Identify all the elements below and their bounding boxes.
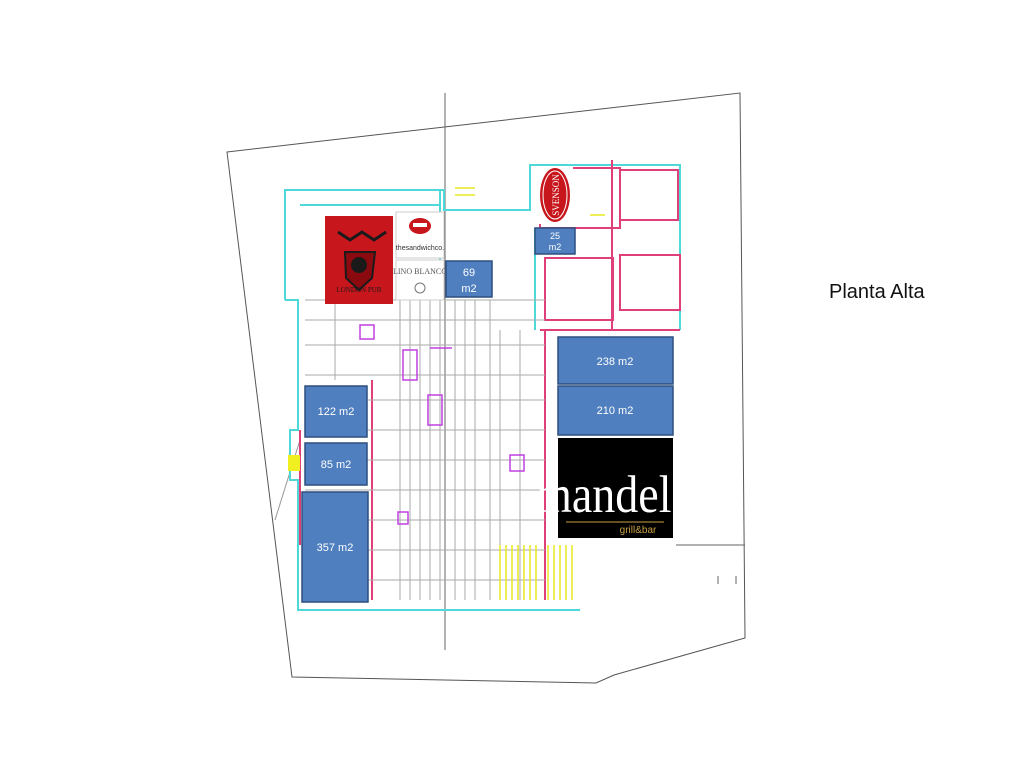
london-pub-logo: LONDON PUB: [325, 216, 393, 304]
unit-69-unit: m2: [461, 283, 476, 295]
lino-blanco-name: LINO BLANCO: [393, 267, 447, 276]
unit-25[interactable]: 25 m2: [534, 227, 576, 255]
page-title: Planta Alta: [829, 281, 925, 303]
fixtures: [359, 324, 525, 525]
unit-25-unit: m2: [549, 242, 562, 252]
unit-238[interactable]: 238 m2: [557, 336, 674, 385]
service-walls: [299, 160, 681, 600]
site-marks: [717, 576, 737, 584]
unit-357[interactable]: 357 m2: [301, 491, 369, 603]
lino-blanco-logo: LINO BLANCO: [393, 259, 447, 301]
unit-122[interactable]: 122 m2: [304, 385, 368, 438]
sandwich-co-name: thesandwichco.: [396, 245, 444, 252]
unit-210-label: 210 m2: [597, 405, 634, 417]
unit-85[interactable]: 85 m2: [304, 442, 368, 486]
site-boundary: [226, 92, 746, 684]
unit-238-label: 238 m2: [597, 356, 634, 368]
unit-357-label: 357 m2: [317, 542, 354, 554]
unit-85-label: 85 m2: [321, 459, 352, 471]
svenson-name: SVENSON: [551, 174, 561, 216]
london-pub-name: LONDON PUB: [337, 286, 382, 294]
svenson-logo: SVENSON: [537, 166, 573, 224]
stair-core: [288, 455, 300, 471]
unit-25-area: 25: [550, 231, 560, 241]
mandela-name: mandela: [536, 465, 692, 524]
sandwich-co-logo: thesandwichco.: [395, 211, 445, 259]
boundary-line: [274, 439, 301, 521]
stairs: [455, 187, 605, 600]
unit-122-label: 122 m2: [318, 406, 355, 418]
mandela-tagline: grill&bar: [620, 525, 657, 536]
mandela-logo: mandela grill&bar: [536, 438, 692, 538]
unit-210[interactable]: 210 m2: [557, 385, 674, 436]
unit-69-area: 69: [463, 267, 475, 279]
unit-69[interactable]: 69 m2: [445, 260, 493, 298]
